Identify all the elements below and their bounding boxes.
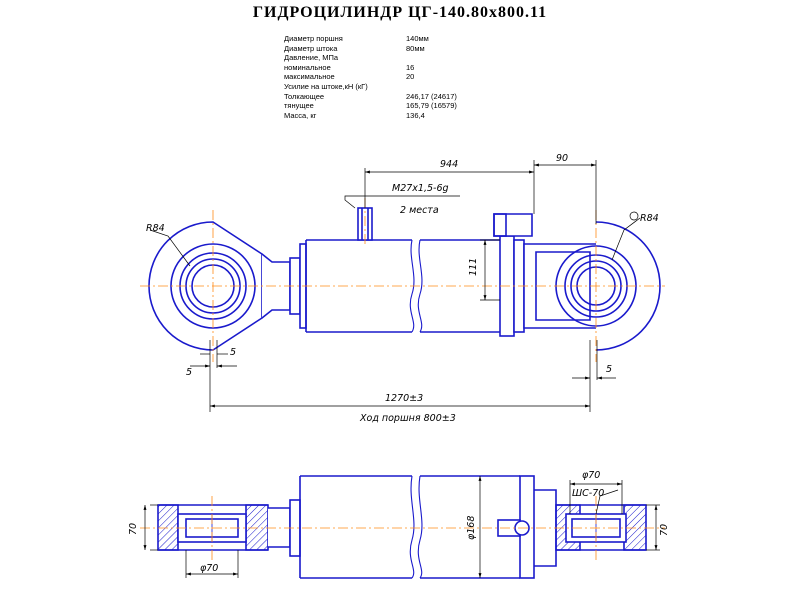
stroke-label: Ход поршня 800±3 [359, 413, 456, 424]
spec-row: Давление, МПа [284, 53, 524, 63]
spec-label: Усилие на штоке,кН (кГ) [284, 81, 368, 91]
spec-label: номинальное [284, 62, 331, 72]
dim-phi70-top: φ70 [582, 470, 600, 481]
dim-1270: 1270±3 [385, 393, 423, 404]
dim-5a: 5 [230, 347, 236, 358]
spec-row: Усилие на штоке,кН (кГ) [284, 82, 524, 92]
spec-value: 165,79 (16579) [406, 101, 457, 111]
spec-label: максимальное [284, 72, 335, 82]
spec-value: 246,17 (24617) [406, 91, 457, 101]
spec-label: Масса, кг [284, 110, 317, 120]
spec-label: Давление, МПа [284, 53, 339, 63]
spec-row: Диаметр штока 80мм [284, 44, 524, 54]
spec-label: тянущее [284, 101, 314, 111]
dim-70-left: 70 [128, 523, 139, 535]
bottom-centerlines [140, 496, 665, 560]
bottom-dimensions [143, 476, 660, 578]
top-dimensions [149, 160, 641, 412]
spec-value: 140мм [406, 34, 429, 43]
port-right [493, 213, 533, 237]
spec-value: 136,4 [406, 110, 425, 120]
spec-value: 16 [406, 62, 415, 72]
dim-70-right: 70 [659, 524, 670, 536]
spec-label: Диаметр штока [284, 43, 338, 53]
dim-111: 111 [468, 258, 479, 276]
dim-5b: 5 [186, 367, 192, 378]
top-view [148, 207, 661, 351]
spec-value: 80мм [406, 43, 425, 53]
thread-label: M27x1,5-6g [392, 183, 449, 194]
spec-row: Диаметр поршня 140мм [284, 34, 524, 44]
radius-left: R84 [146, 223, 165, 234]
spec-row: тянущее 165,79 (16579) [284, 101, 524, 111]
spec-row: номинальное 16 [284, 63, 524, 73]
dim-phi70-bottom: φ70 [200, 563, 218, 574]
places-label: 2 места [400, 205, 439, 216]
drawing-title: ГИДРОЦИЛИНДР ЦГ-140.80х800.11 [252, 4, 548, 21]
spec-label: Диаметр поршня [284, 34, 343, 43]
shs70-label: ШС-70 [572, 488, 604, 499]
spec-row: Толкающее 246,17 (24617) [284, 92, 524, 102]
dim-90: 90 [556, 153, 568, 164]
dim-5c: 5 [606, 364, 612, 375]
dim-phi168: φ168 [466, 516, 477, 540]
radius-right: R84 [640, 213, 659, 224]
spec-label: Толкающее [284, 91, 325, 101]
spec-row: Масса, кг 136,4 [284, 111, 524, 121]
radius-right-symbol [629, 211, 639, 221]
spec-value: 20 [406, 72, 415, 82]
spec-row: максимальное 20 [284, 72, 524, 82]
dim-944: 944 [440, 159, 458, 170]
